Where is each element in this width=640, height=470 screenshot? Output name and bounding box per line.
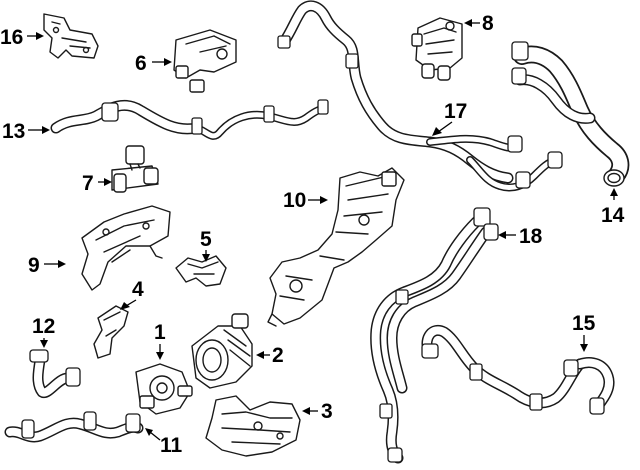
callout-label-13: 13	[2, 120, 25, 143]
part-7-valve	[111, 145, 159, 193]
callout-label-8: 8	[482, 12, 494, 35]
part-13-hose	[50, 99, 329, 140]
callout-label-14: 14	[601, 204, 625, 227]
part-14-large-hose	[511, 41, 630, 187]
part-8-thermostat-housing	[411, 17, 463, 81]
callout-4: 4	[120, 278, 144, 310]
part-2-pump-motor	[191, 313, 253, 389]
callout-18: 18	[498, 225, 543, 248]
callout-16: 16	[0, 26, 44, 49]
callout-label-3: 3	[321, 400, 333, 423]
callout-7: 7	[82, 172, 112, 195]
callout-9: 9	[28, 254, 66, 277]
part-11-hose	[4, 411, 144, 443]
callout-17: 17	[432, 100, 467, 136]
callout-label-15: 15	[572, 312, 596, 335]
callout-label-2: 2	[272, 344, 284, 367]
part-6-valve	[173, 29, 237, 93]
callout-6: 6	[135, 52, 172, 75]
callout-label-18: 18	[519, 225, 543, 248]
callout-3: 3	[302, 400, 333, 423]
callout-label-1: 1	[154, 321, 166, 344]
callout-label-5: 5	[200, 228, 212, 251]
part-9-bracket	[81, 205, 171, 291]
callout-14: 14	[601, 188, 625, 227]
callout-15: 15	[572, 312, 596, 352]
callout-label-12: 12	[32, 315, 55, 338]
callout-label-6: 6	[135, 52, 147, 75]
callout-5: 5	[200, 228, 212, 262]
callout-1: 1	[154, 321, 166, 360]
part-16-bracket	[43, 13, 99, 59]
callout-label-9: 9	[28, 254, 40, 277]
callout-label-16: 16	[0, 26, 23, 49]
callout-10: 10	[283, 189, 328, 212]
part-17-hose-assembly	[277, 0, 563, 192]
callout-label-17: 17	[444, 100, 467, 123]
part-3-bracket	[205, 395, 301, 457]
part-5-bracket-clip	[175, 255, 227, 287]
callout-label-7: 7	[82, 172, 94, 195]
callout-11: 11	[145, 428, 183, 457]
callout-label-10: 10	[283, 189, 306, 212]
part-10-bracket-assembly	[267, 167, 405, 327]
part-4-bracket	[93, 305, 129, 359]
callout-8: 8	[464, 12, 494, 35]
callout-12: 12	[32, 315, 55, 348]
part-18-long-hose	[370, 207, 499, 464]
callout-2: 2	[256, 344, 284, 367]
part-12-connector	[29, 349, 81, 398]
part-15-hose	[421, 325, 615, 415]
part-1-pump	[135, 363, 193, 415]
callout-label-4: 4	[132, 278, 144, 301]
callout-13: 13	[2, 120, 50, 143]
callout-label-11: 11	[160, 434, 183, 457]
